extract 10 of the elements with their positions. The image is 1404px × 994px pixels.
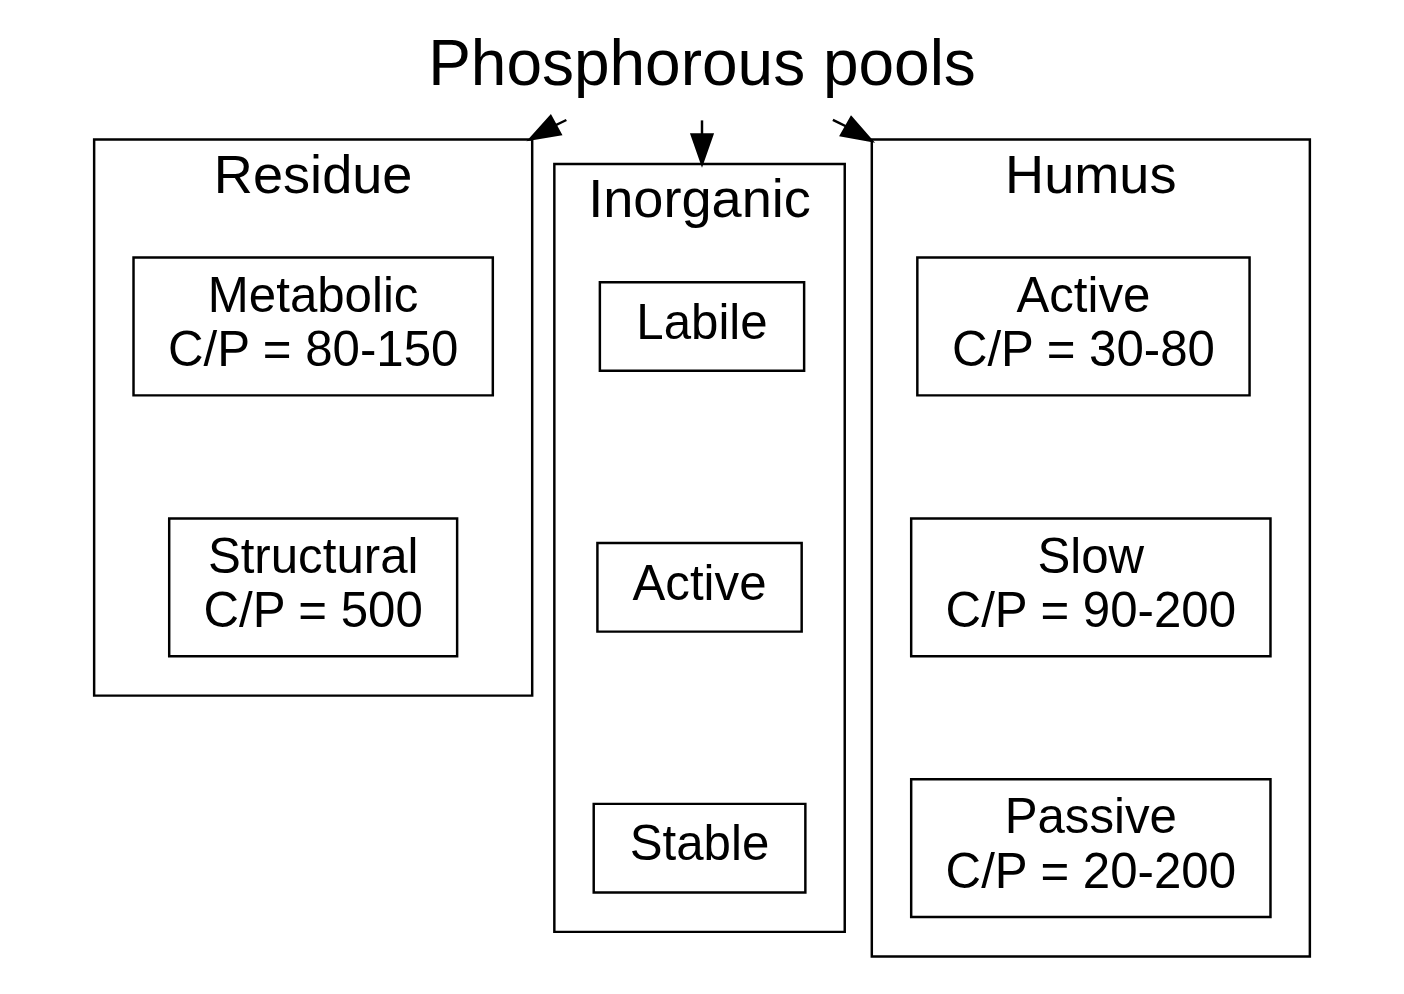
node-box: Passive C/P = 20-200 [909,777,1272,918]
node-box: Slow C/P = 90-200 [909,516,1272,657]
arrow [526,113,567,141]
node-box: Stable [592,802,807,894]
node-text: Phosphorous pools [428,26,976,99]
node-box: Metabolic C/P = 80-150 [132,255,495,397]
node-box: Labile [598,280,806,372]
node-box: Active [596,541,803,633]
node-box: Structural C/P = 500 [167,516,459,657]
node-box: Active C/P = 30-80 [916,255,1251,397]
